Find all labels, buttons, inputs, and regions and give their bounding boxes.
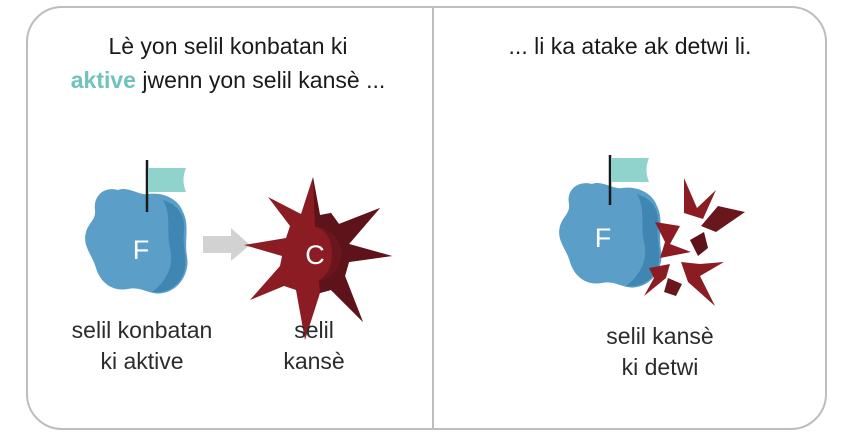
left-caption: Lè yon selil konbatan ki aktive jwenn yo… xyxy=(54,29,402,97)
flag-icon xyxy=(145,160,186,212)
destroyed-label-line1: selil kansè xyxy=(606,323,714,349)
fighter-cell-label: selil konbatan ki aktive xyxy=(52,315,232,377)
cancer-cell-icon: C xyxy=(244,177,392,340)
flag-icon xyxy=(608,155,649,205)
cancer-cell-label: selil kansè xyxy=(254,315,374,377)
destroyed-cell-fragments-icon xyxy=(644,178,745,306)
cancer-letter: C xyxy=(305,240,325,270)
panel-divider xyxy=(432,6,434,430)
left-caption-line2-rest: jwenn yon selil kansè ... xyxy=(135,67,386,93)
fighter-label-line2: ki aktive xyxy=(100,348,184,374)
fighter-letter: F xyxy=(133,235,150,265)
destroyed-cell-label: selil kansè ki detwi xyxy=(580,321,740,383)
right-caption: ... li ka atake ak detwi li. xyxy=(452,29,808,63)
caption-highlight-word: aktive xyxy=(70,67,136,93)
right-fighter-letter: F xyxy=(595,223,612,253)
left-caption-line2: aktive jwenn yon selil kansè ... xyxy=(54,63,402,97)
fighter-cell-icon: F xyxy=(559,183,662,288)
fighter-label-line1: selil konbatan xyxy=(71,317,213,343)
fighter-cell-icon: F xyxy=(85,189,188,294)
arrow-icon xyxy=(203,228,250,261)
right-caption-text: ... li ka atake ak detwi li. xyxy=(508,33,752,59)
cancer-label-line2: kansè xyxy=(283,348,345,374)
destroyed-label-line2: ki detwi xyxy=(621,354,699,380)
cancer-label-line1: selil xyxy=(294,317,334,343)
left-caption-line1: Lè yon selil konbatan ki xyxy=(108,33,348,59)
